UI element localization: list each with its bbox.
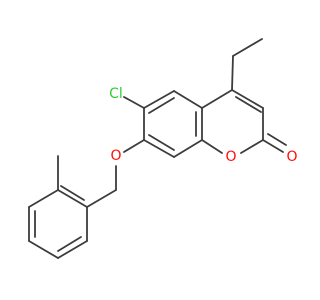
bond-c7-c8 [143,139,175,158]
bond-c5-c6 [143,90,175,109]
bond-ethyl-terminal [232,38,263,57]
bond-ch2-aryl [86,189,117,208]
carbonyl-oxygen-label: O [286,149,297,165]
bond-c7-o [123,139,145,153]
bond-c8-c8a [173,139,203,158]
bond-tolyl-2-3 [28,189,59,208]
bond-c2-carbonyl-double [267,133,287,146]
bond-c7-c8-inner [148,134,175,151]
ring-oxygen-label: O [225,149,236,165]
structure-canvas: Cl O O O [28,38,298,259]
bond-c4a-c5 [173,90,203,109]
bond-c2-o1 [240,139,264,154]
bond-c4-c3-double [235,96,262,113]
bond-o1-c8a [201,139,223,154]
bond-ethyl-to-ring [231,55,234,91]
bond-c5-c6-inner [148,97,175,114]
bond-c2-carbonyl [262,139,284,153]
bond-tolyl-1-2 [57,189,88,208]
bond-tolyl-1-2-inner [60,185,85,201]
ether-oxygen-label: O [110,148,121,164]
bond-c4-c3 [231,89,264,109]
bond-tolyl-5-6 [57,240,88,259]
bond-c4-c4a [201,89,233,109]
chemical-structure-diagram: Cl O O O [28,38,298,259]
bond-tolyl-5-6-inner [57,236,82,252]
bond-c6-cl [123,96,145,109]
chlorine-atom-label: Cl [109,86,123,102]
bond-tolyl-4-5 [28,240,59,259]
